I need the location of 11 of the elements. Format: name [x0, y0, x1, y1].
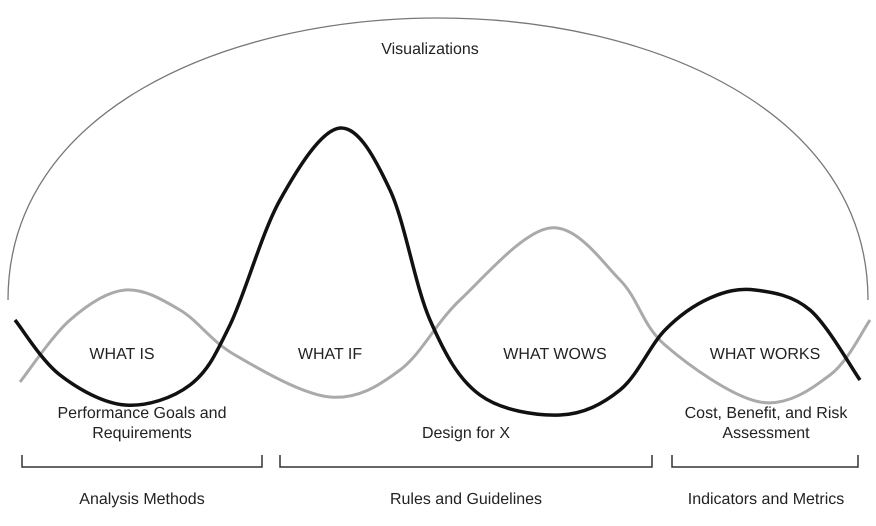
category-label: Performance Goals and Requirements [56, 404, 228, 444]
stage-label: WHAT IS [89, 345, 155, 365]
stage-label: WHAT WOWS [503, 345, 607, 365]
category-label: Design for X [422, 424, 510, 444]
category-label: Analysis Methods [79, 490, 205, 510]
category-label: Indicators and Metrics [688, 490, 844, 510]
category-label: Rules and Guidelines [390, 490, 542, 510]
stage-label: WHAT WORKS [710, 345, 820, 365]
category-label: Cost, Benefit, and Risk Assessment [684, 404, 848, 444]
heading: Visualizations [381, 40, 479, 60]
stage-label: WHAT IF [298, 345, 362, 365]
